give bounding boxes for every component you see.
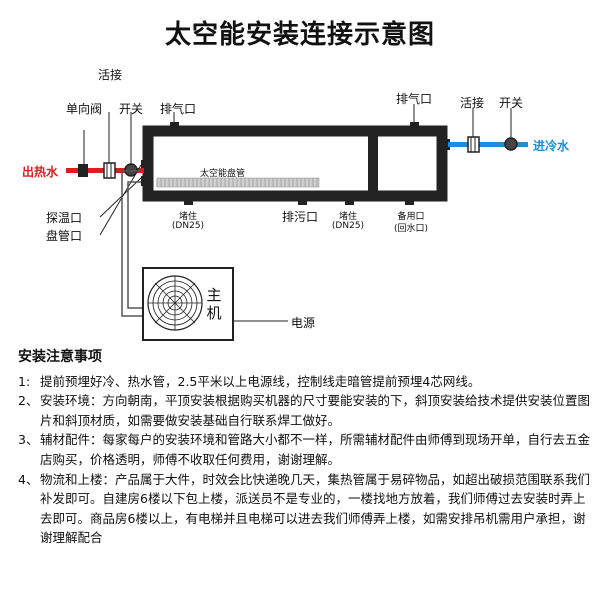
note-text: 辅材配件：每家每户的安装环境和管路大小都不一样，所需辅材配件由师傅到现场开单，自…: [40, 432, 591, 467]
drain-label: 排污口: [282, 210, 319, 224]
note-text: 安装环境：方向朝南，平顶安装根据购买机器的尺寸要能安装的下，斜顶安装给技术提供安…: [40, 393, 591, 428]
coil: [156, 177, 320, 188]
union-right-icon: [467, 136, 480, 153]
page-title: 太空能安装连接示意图: [164, 20, 435, 50]
note-number: 1:: [18, 373, 31, 389]
hot-water-pipe: [66, 112, 144, 179]
note-item: 3、 辅材配件：每家每户的安装环境和管路大小都不一样，所需辅材配件由师傅到现场开…: [18, 430, 590, 469]
note-item: 1: 提前预埋好冷、热水管，2.5平米以上电源线，控制线走暗管提前预埋4芯网线。: [18, 372, 590, 392]
note-item: 2、 安装环境：方向朝南，平顶安装根据购买机器的尺寸要能安装的下，斜顶安装给技术…: [18, 391, 590, 430]
note-number: 3、: [18, 432, 39, 448]
power-label: 电源: [291, 316, 316, 330]
cold-water-pipe: [448, 108, 528, 153]
exhaust-left-label: 排气口: [160, 102, 197, 116]
hot-out-label: 出热水: [22, 165, 59, 179]
note-text: 提前预埋好冷、热水管，2.5平米以上电源线，控制线走暗管提前预埋4芯网线。: [40, 373, 481, 389]
coil-port-label: 盘管口: [46, 229, 83, 243]
host-unit: [142, 267, 234, 341]
check-valve-label: 单向阀: [66, 102, 103, 116]
cold-in-label: 进冷水: [533, 139, 570, 153]
installation-notes: 安装注意事项 1: 提前预埋好冷、热水管，2.5平米以上电源线，控制线走暗管提前…: [18, 348, 590, 548]
switch-right-label: 开关: [499, 96, 524, 110]
switch-right-icon: [504, 137, 518, 151]
exhaust-right-label: 排气口: [396, 92, 433, 106]
note-number: 2、: [18, 393, 39, 409]
plug-right-spec: (DN25): [331, 221, 365, 231]
spare-port-label: 备用口: [397, 212, 425, 222]
plug-right-label: 堵住: [338, 212, 357, 222]
switch-left-label: 开关: [119, 102, 144, 116]
spare-port-note: (回水口): [393, 224, 429, 234]
host-label: 主机: [206, 286, 222, 322]
notes-heading: 安装注意事项: [18, 349, 102, 365]
note-number: 4、: [18, 471, 39, 487]
check-valve-icon: [78, 164, 88, 177]
tank: [142, 125, 448, 202]
plug-left-spec: (DN25): [171, 221, 205, 231]
union-left-icon: [103, 162, 116, 179]
probe-port-label: 探温口: [46, 211, 83, 225]
note-text: 物流和上楼：产品属于大件，时效会比快递晚几天，集热管属于易碎物品，如超出破损范围…: [40, 471, 591, 546]
plug-left-label: 堵住: [178, 212, 197, 222]
note-item: 4、 物流和上楼：产品属于大件，时效会比快递晚几天，集热管属于易碎物品，如超出破…: [18, 470, 590, 548]
union-right-label: 活接: [460, 96, 485, 110]
tank-ports: [141, 122, 450, 205]
union-left-label: 活接: [98, 68, 123, 82]
coil-label: 太空能盘管: [200, 169, 246, 179]
